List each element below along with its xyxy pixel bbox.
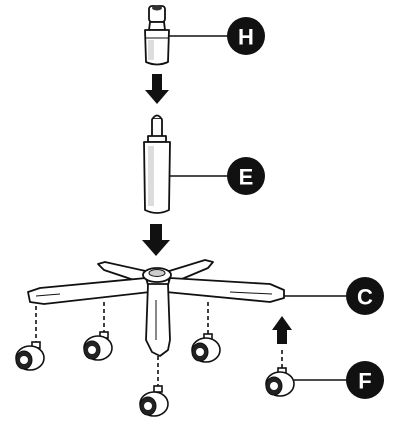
part-e-gas-cylinder xyxy=(143,114,171,214)
callout-c: C xyxy=(346,277,384,315)
part-f-caster xyxy=(265,367,295,397)
callout-c-label: C xyxy=(357,285,373,310)
caster-3 xyxy=(191,333,221,363)
callout-h-label: H xyxy=(238,25,254,50)
caster-2 xyxy=(83,331,113,361)
callout-e-label: E xyxy=(239,165,254,190)
part-c-star-base xyxy=(27,259,285,357)
callout-f-label: F xyxy=(358,369,371,394)
callout-f: F xyxy=(346,361,384,399)
caster-1 xyxy=(15,341,45,371)
callout-h: H xyxy=(227,17,265,55)
down-arrow-2 xyxy=(142,224,170,256)
up-arrow-f xyxy=(272,316,292,344)
down-arrow-1 xyxy=(145,74,169,104)
part-h-cap xyxy=(144,5,170,66)
callout-e: E xyxy=(227,157,265,195)
caster-4 xyxy=(139,385,169,417)
